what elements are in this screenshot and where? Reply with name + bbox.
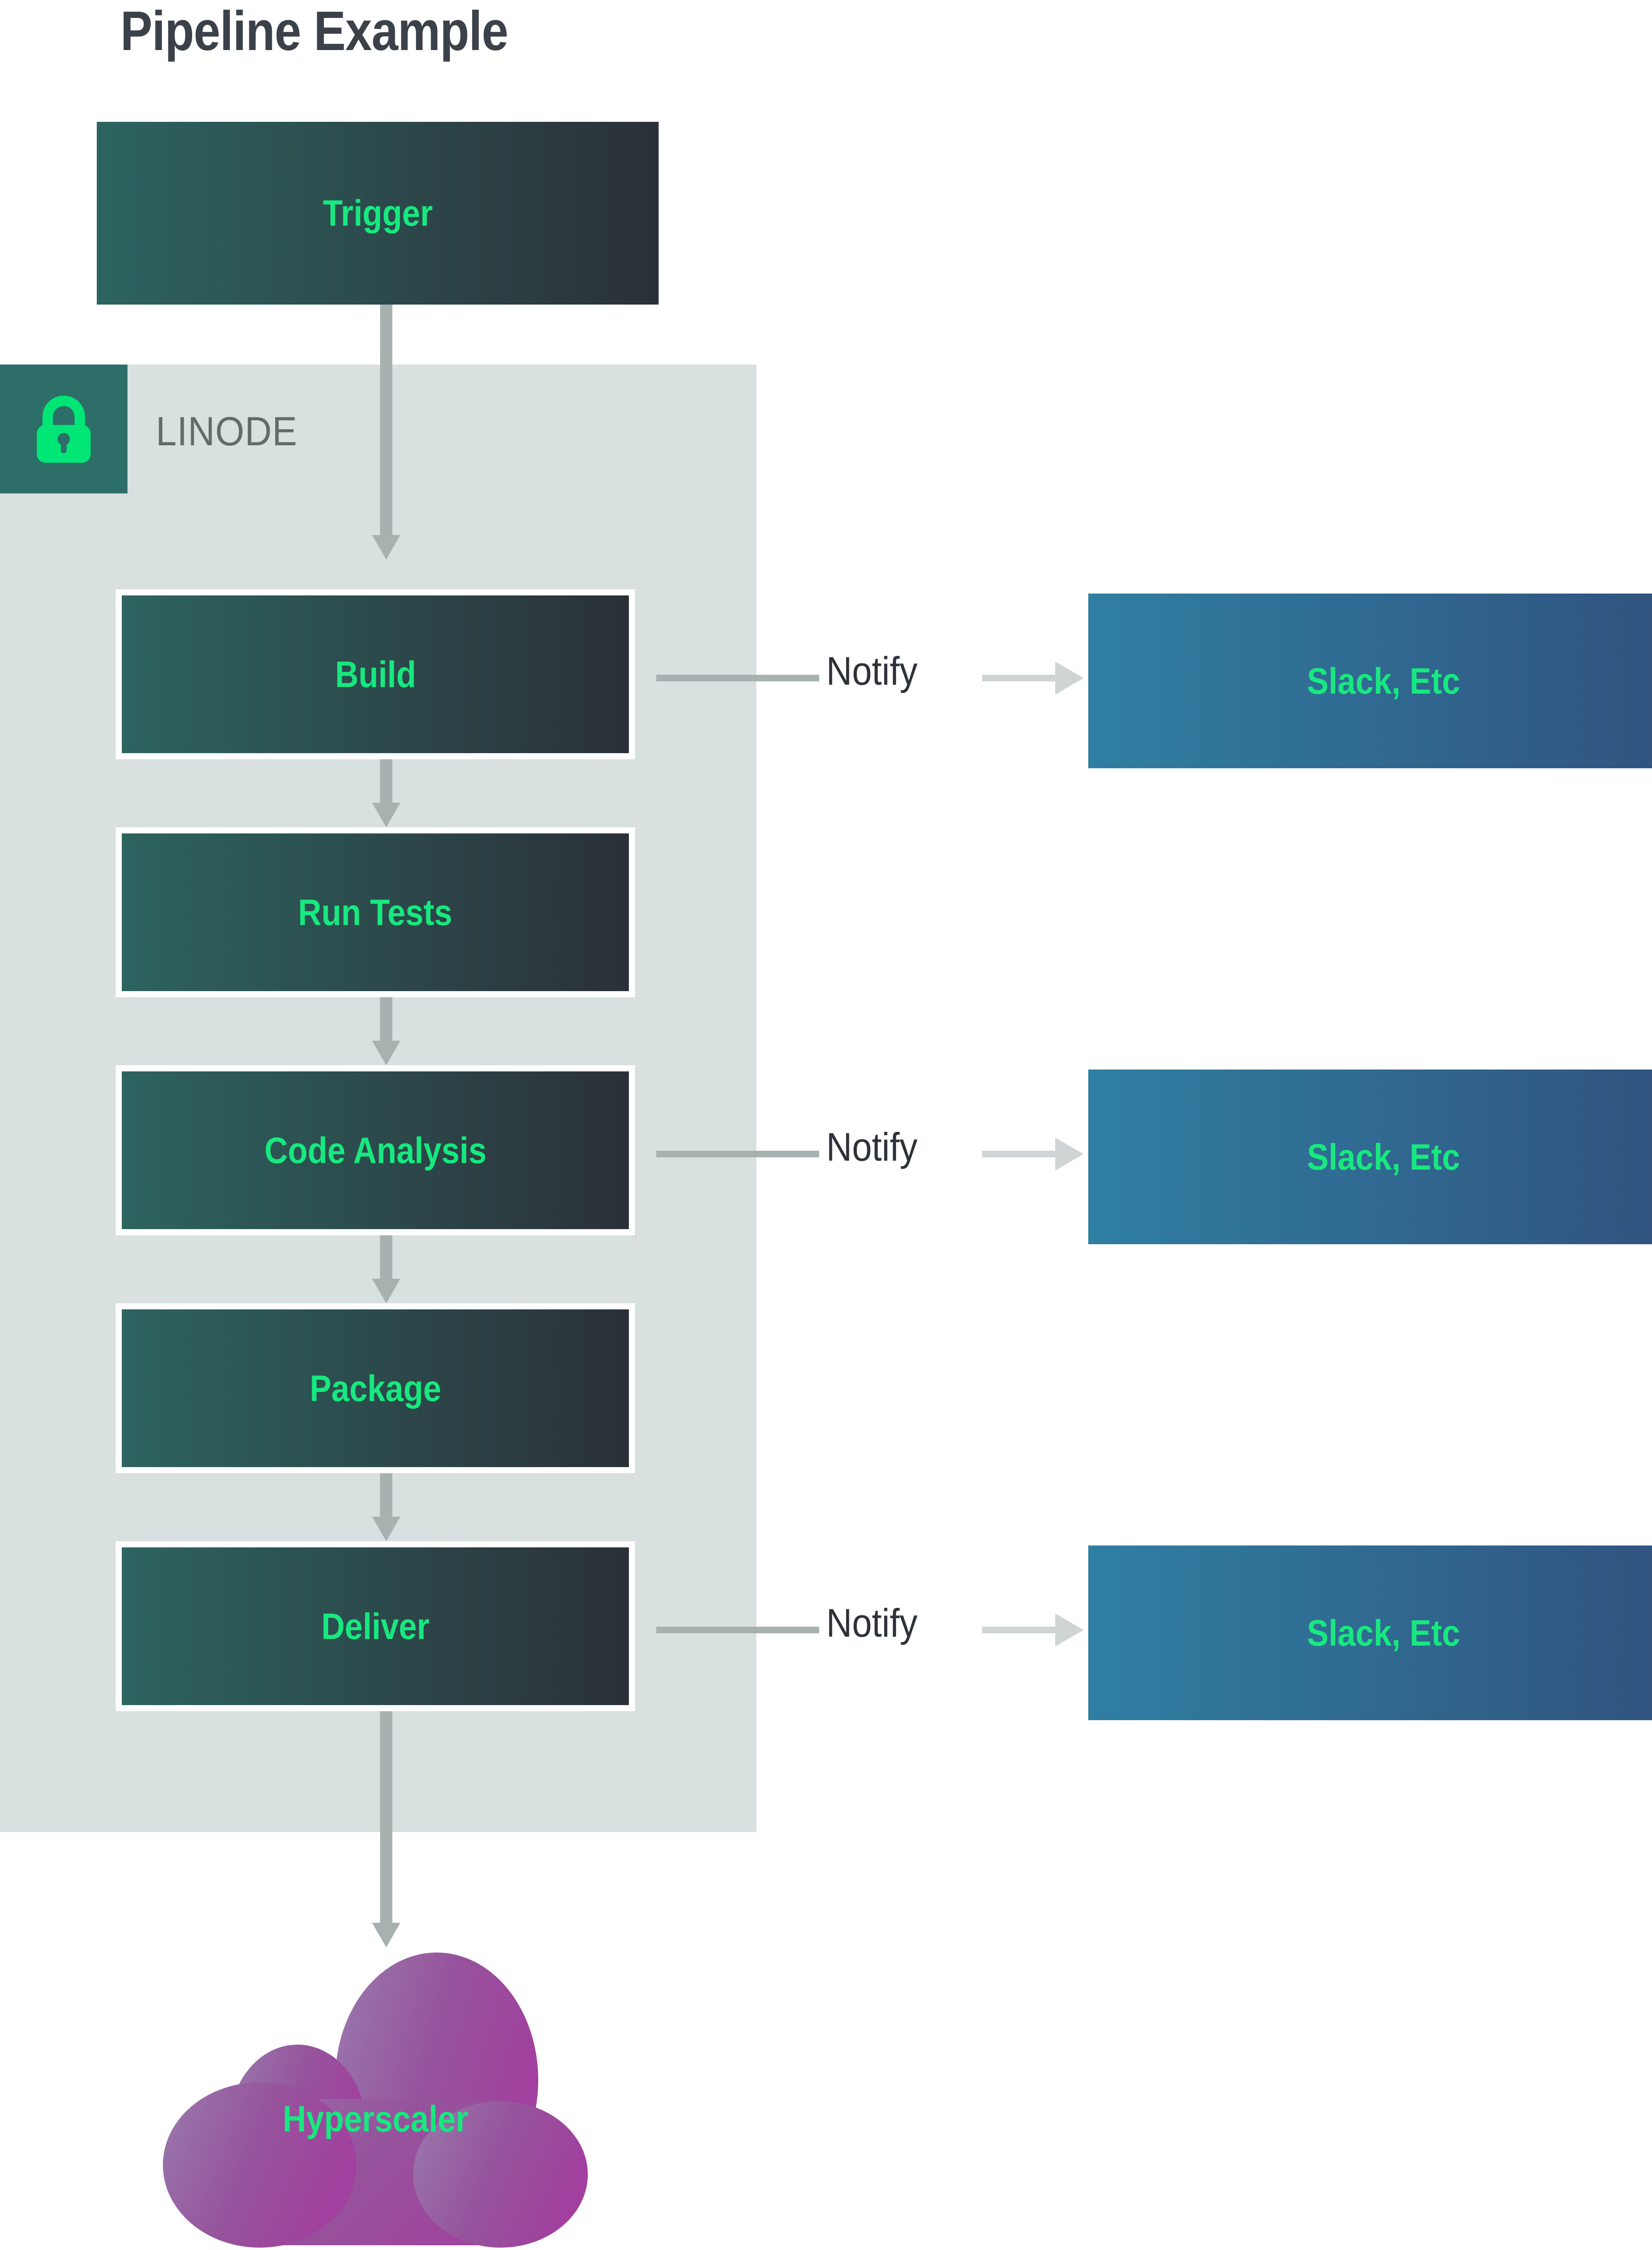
- node-slack-etc-3-label: Slack, Etc: [1306, 1612, 1460, 1654]
- arrow-head: [1055, 1613, 1084, 1647]
- arrow-shaft: [380, 759, 392, 803]
- cloud-shape-icon: [163, 1953, 588, 2248]
- node-slack-etc-2-label: Slack, Etc: [1306, 1136, 1460, 1178]
- arrow-head: [372, 1279, 400, 1303]
- arrow-package-to-deliver: [372, 1473, 400, 1541]
- node-run-tests[interactable]: Run Tests: [116, 827, 635, 997]
- arrow-build-to-run-tests: [372, 759, 400, 827]
- arrow-head: [372, 1041, 400, 1065]
- arrow-head: [372, 803, 400, 827]
- node-slack-etc-3[interactable]: Slack, Etc: [1088, 1545, 1652, 1720]
- arrow-run-tests-to-code-analysis: [372, 997, 400, 1065]
- node-build-label: Build: [335, 653, 416, 695]
- node-slack-etc-1-label: Slack, Etc: [1306, 660, 1460, 702]
- node-code-analysis-label: Code Analysis: [264, 1129, 487, 1171]
- lock-icon: [0, 365, 127, 493]
- node-trigger-label: Trigger: [322, 192, 433, 234]
- node-deliver-label: Deliver: [321, 1605, 430, 1647]
- notify-label: Notify: [826, 1125, 918, 1169]
- node-deliver[interactable]: Deliver: [116, 1541, 635, 1711]
- connector-line: [982, 1151, 1058, 1157]
- arrow-shaft: [380, 1473, 392, 1517]
- connector-line: [982, 675, 1058, 681]
- connector-line: [656, 1151, 819, 1157]
- page-title: Pipeline Example: [120, 0, 508, 62]
- node-build[interactable]: Build: [116, 589, 635, 759]
- arrow-head: [372, 1517, 400, 1541]
- node-code-analysis[interactable]: Code Analysis: [116, 1065, 635, 1235]
- node-trigger[interactable]: Trigger: [97, 122, 659, 305]
- arrow-shaft: [380, 1235, 392, 1279]
- arrow-head: [1055, 1138, 1084, 1171]
- notify-label: Notify: [826, 649, 918, 693]
- node-run-tests-label: Run Tests: [298, 891, 453, 933]
- node-package[interactable]: Package: [116, 1303, 635, 1473]
- arrow-code-analysis-to-package: [372, 1235, 400, 1303]
- arrow-head: [372, 535, 400, 560]
- arrow-shaft: [380, 997, 392, 1041]
- node-package-label: Package: [309, 1367, 441, 1409]
- arrow-deliver-to-hyperscaler: [372, 1711, 400, 1947]
- connector-line: [982, 1627, 1058, 1633]
- arrow-head: [372, 1923, 400, 1947]
- arrow-trigger-to-build: [372, 305, 400, 560]
- arrow-shaft: [380, 1711, 392, 1923]
- node-hyperscaler-cloud[interactable]: Hyperscaler: [142, 1938, 609, 2250]
- arrow-head: [1055, 662, 1084, 695]
- arrow-shaft: [380, 305, 392, 535]
- connector-line: [656, 675, 819, 681]
- node-slack-etc-1[interactable]: Slack, Etc: [1088, 594, 1652, 768]
- node-hyperscaler-label: Hyperscaler: [282, 2097, 468, 2140]
- connector-line: [656, 1627, 819, 1633]
- notify-label: Notify: [826, 1601, 918, 1645]
- zone-label: LINODE: [156, 409, 298, 454]
- node-slack-etc-2[interactable]: Slack, Etc: [1088, 1070, 1652, 1244]
